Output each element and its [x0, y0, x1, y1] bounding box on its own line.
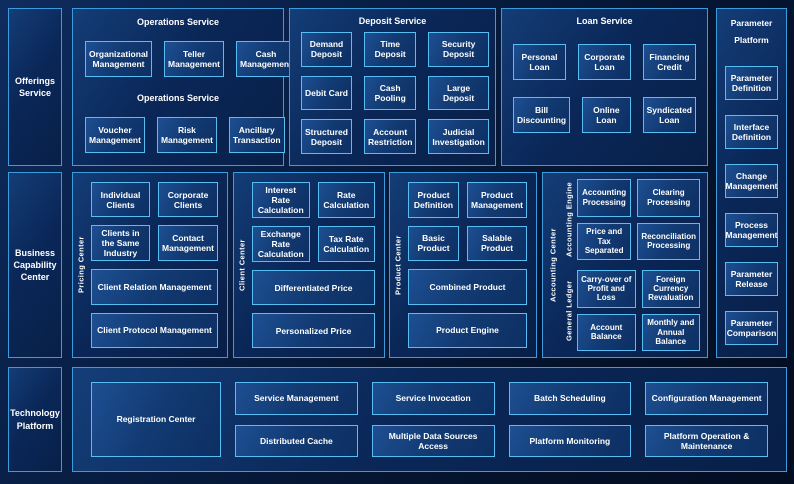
technology-box: Multiple Data Sources Access	[371, 424, 495, 457]
loan-rows: Personal Loan Corporate Loan Financing C…	[513, 26, 696, 151]
operations-box: Teller Management	[164, 41, 224, 77]
operations-service-mid-label: Operations Service	[136, 93, 220, 103]
general-ledger-box: Monthly and Annual Balance	[641, 313, 700, 351]
technology-box: Batch Scheduling	[508, 382, 632, 415]
product-center-vertical-label: Product Center	[393, 235, 403, 295]
parameter-box: Parameter Comparison	[725, 311, 778, 345]
deposit-box: Demand Deposit	[301, 32, 352, 67]
deposit-box: Cash Pooling	[363, 75, 417, 111]
operations-row-1: Organizational Management Teller Managem…	[85, 41, 296, 77]
loan-service-title: Loan Service	[576, 16, 633, 26]
accounting-engine-group: Accounting Engine Accounting Processing …	[561, 179, 700, 260]
product-center-box: Salable Product	[467, 225, 527, 261]
product-center-box: Product Engine	[408, 312, 527, 348]
parameter-box: Parameter Release	[725, 262, 778, 296]
loan-box: Financing Credit	[643, 43, 696, 80]
general-ledger-grid: Carry-over of Profit and Loss Foreign Cu…	[577, 270, 700, 351]
product-center-grid: Product Definition Product Management Ba…	[406, 173, 536, 357]
operations-box: Ancillary Transaction	[228, 117, 285, 153]
operations-box: Risk Management	[156, 117, 217, 153]
product-center-panel: Product Center Product Definition Produc…	[389, 172, 537, 358]
general-ledger-group: General Ledger Carry-over of Profit and …	[561, 270, 700, 351]
pricing-center-box: Individual Clients	[91, 182, 151, 218]
loan-row-1: Personal Loan Corporate Loan Financing C…	[513, 43, 696, 80]
operations-service-title: Operations Service	[136, 17, 220, 27]
client-center-box: Tax Rate Calculation	[317, 226, 375, 263]
accounting-center-vertical-label: Accounting Center	[548, 228, 558, 302]
business-capability-center-label: Business Capability Center	[8, 172, 62, 358]
general-ledger-box: Account Balance	[577, 313, 636, 351]
pricing-center-vertical-label: Pricing Center	[76, 236, 86, 294]
accounting-center-panel: Accounting Center Accounting Engine Acco…	[542, 172, 708, 358]
deposit-box: Time Deposit	[363, 32, 417, 67]
accounting-engine-vertical-label: Accounting Engine	[564, 181, 574, 258]
product-center-box: Product Definition	[408, 182, 460, 218]
technology-platform-label: Technology Platform	[8, 367, 62, 472]
loan-box: Syndicated Loan	[642, 97, 696, 134]
parameter-platform-panel: Parameter Platform Parameter Definition …	[716, 8, 787, 358]
pricing-center-box: Contact Management	[158, 225, 218, 262]
deposit-box: Judicial Investigation	[428, 119, 489, 154]
technology-box: Service Management	[235, 382, 358, 415]
deposit-box: Large Deposit	[428, 75, 489, 111]
parameter-box: Parameter Definition	[725, 66, 778, 100]
deposit-box: Debit Card	[301, 75, 352, 111]
loan-box: Online Loan	[582, 97, 631, 134]
pricing-center-grid: Individual Clients Corporate Clients Cli…	[89, 173, 227, 357]
client-center-panel: Client Center Interest Rate Calculation …	[233, 172, 385, 358]
accounting-engine-box: Accounting Processing	[577, 179, 632, 217]
accounting-engine-box: Reconciliation Processing	[637, 222, 700, 260]
client-center-box: Interest Rate Calculation	[252, 182, 310, 219]
client-center-box: Exchange Rate Calculation	[252, 226, 310, 263]
operations-row-2: Voucher Management Risk Management Ancil…	[85, 117, 285, 153]
deposit-service-title: Deposit Service	[358, 16, 427, 26]
operations-box: Voucher Management	[85, 117, 145, 153]
deposit-box: Security Deposit	[428, 32, 489, 67]
product-center-box: Basic Product	[408, 225, 460, 261]
offerings-service-label: Offerings Service	[8, 8, 62, 166]
technology-box: Configuration Management	[645, 382, 768, 415]
client-center-box: Rate Calculation	[317, 182, 375, 219]
parameter-platform-title: Parameter Platform	[730, 18, 773, 45]
loan-box: Corporate Loan	[578, 43, 631, 80]
deposit-box: Structured Deposit	[301, 119, 352, 154]
accounting-engine-box: Price and Tax Separated	[577, 222, 632, 260]
technology-box: Distributed Cache	[235, 424, 358, 457]
operations-box: Cash Management	[236, 41, 296, 77]
technology-box: Service Invocation	[371, 382, 495, 415]
parameter-box: Interface Definition	[725, 115, 778, 149]
technology-platform-panel: Registration Center Service Management S…	[72, 367, 787, 472]
client-center-grid: Interest Rate Calculation Rate Calculati…	[250, 173, 384, 357]
accounting-engine-box: Clearing Processing	[637, 179, 700, 217]
loan-box: Bill Discounting	[513, 97, 571, 134]
parameter-box: Process Management	[725, 213, 778, 247]
general-ledger-vertical-label: General Ledger	[564, 280, 574, 341]
operations-box: Organizational Management	[85, 41, 153, 77]
registration-center-box: Registration Center	[91, 382, 221, 457]
accounting-engine-grid: Accounting Processing Clearing Processin…	[577, 179, 700, 260]
loan-box: Personal Loan	[513, 43, 566, 80]
accounting-groups: Accounting Engine Accounting Processing …	[561, 179, 700, 351]
pricing-center-box: Clients in the Same Industry	[91, 225, 151, 262]
operations-service-panel: Operations Service Organizational Manage…	[72, 8, 296, 166]
client-center-box: Personalized Price	[252, 313, 375, 348]
loan-service-panel: Loan Service Personal Loan Corporate Loa…	[501, 8, 708, 166]
pricing-center-box: Client Relation Management	[91, 269, 218, 305]
technology-box: Platform Operation & Maintenance	[645, 424, 768, 457]
client-center-box: Differentiated Price	[252, 270, 375, 306]
deposit-service-panel: Deposit Service Demand Deposit Time Depo…	[289, 8, 496, 166]
client-center-vertical-label: Client Center	[237, 239, 247, 291]
product-center-box: Combined Product	[408, 269, 527, 305]
pricing-center-box: Client Protocol Management	[91, 312, 218, 348]
deposit-grid: Demand Deposit Time Deposit Security Dep…	[301, 32, 489, 154]
deposit-box: Account Restriction	[363, 119, 417, 154]
technology-box: Platform Monitoring	[508, 424, 632, 457]
parameter-box: Change Management	[725, 164, 778, 198]
general-ledger-box: Carry-over of Profit and Loss	[577, 270, 636, 308]
general-ledger-box: Foreign Currency Revaluation	[641, 270, 700, 308]
pricing-center-panel: Pricing Center Individual Clients Corpor…	[72, 172, 228, 358]
product-center-box: Product Management	[467, 182, 527, 218]
loan-row-2: Bill Discounting Online Loan Syndicated …	[513, 97, 696, 134]
pricing-center-box: Corporate Clients	[158, 182, 218, 218]
